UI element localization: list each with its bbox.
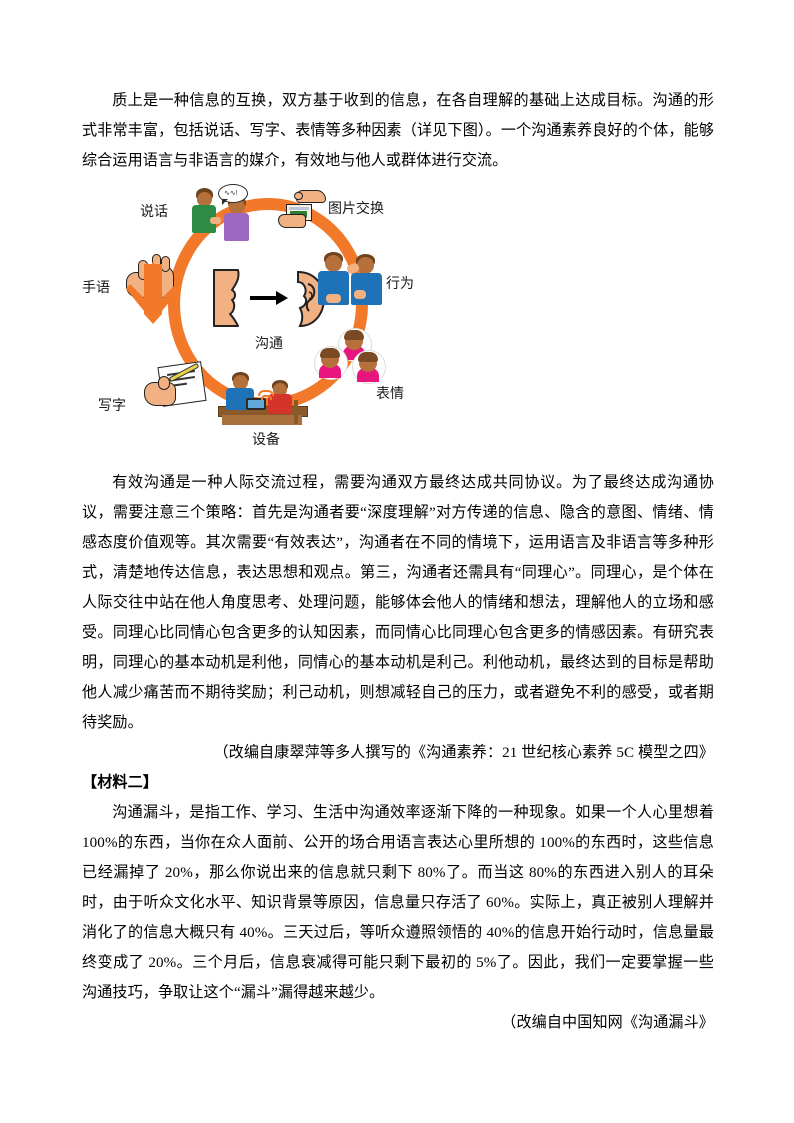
device-illustration bbox=[218, 372, 310, 430]
label-writing: 写字 bbox=[98, 397, 126, 413]
source-attribution-1: （改编自康翠萍等多人撰写的《沟通素养：21 世纪核心素养 5C 模型之四》 bbox=[213, 745, 714, 761]
label-behavior: 行为 bbox=[386, 275, 414, 291]
writing-illustration bbox=[144, 361, 208, 418]
source-attribution-2: （改编自中国知网《沟通漏斗》 bbox=[501, 1015, 714, 1031]
paragraph-2: 有效沟通是一种人际交流过程，需要沟通双方最终达成共同协议。为了最终达成沟通协议，… bbox=[82, 475, 714, 731]
paragraph-3: 沟通漏斗，是指工作、学习、生活中沟通效率逐渐下降的一种现象。如果一个人心里想着 … bbox=[82, 805, 714, 1001]
label-speaking: 说话 bbox=[140, 203, 168, 219]
cycle-direction-arrow-icon bbox=[126, 262, 180, 324]
speaking-illustration: ∿∿! bbox=[188, 184, 262, 242]
label-device: 设备 bbox=[252, 431, 280, 447]
paragraph-1: 质上是一种信息的互换，双方基于收到的信息，在各自理解的基础上达成目标。沟通的形式… bbox=[82, 93, 714, 169]
document-content: 质上是一种信息的互换，双方基于收到的信息，在各自理解的基础上达成目标。沟通的形式… bbox=[82, 86, 714, 1038]
behavior-illustration bbox=[318, 250, 384, 312]
communication-cycle-figure: 说话 ∿∿! 图片交换 bbox=[82, 176, 714, 468]
material-two-heading: 【材料二】 bbox=[82, 775, 158, 791]
center-face-to-ear-icon bbox=[210, 268, 328, 328]
picture-exchange-illustration bbox=[278, 190, 330, 236]
label-sign-language: 手语 bbox=[82, 279, 110, 295]
label-expression: 表情 bbox=[376, 385, 404, 401]
label-communication-center: 沟通 bbox=[255, 335, 283, 351]
label-picture-exchange: 图片交换 bbox=[328, 200, 384, 216]
expression-illustration bbox=[312, 328, 386, 390]
